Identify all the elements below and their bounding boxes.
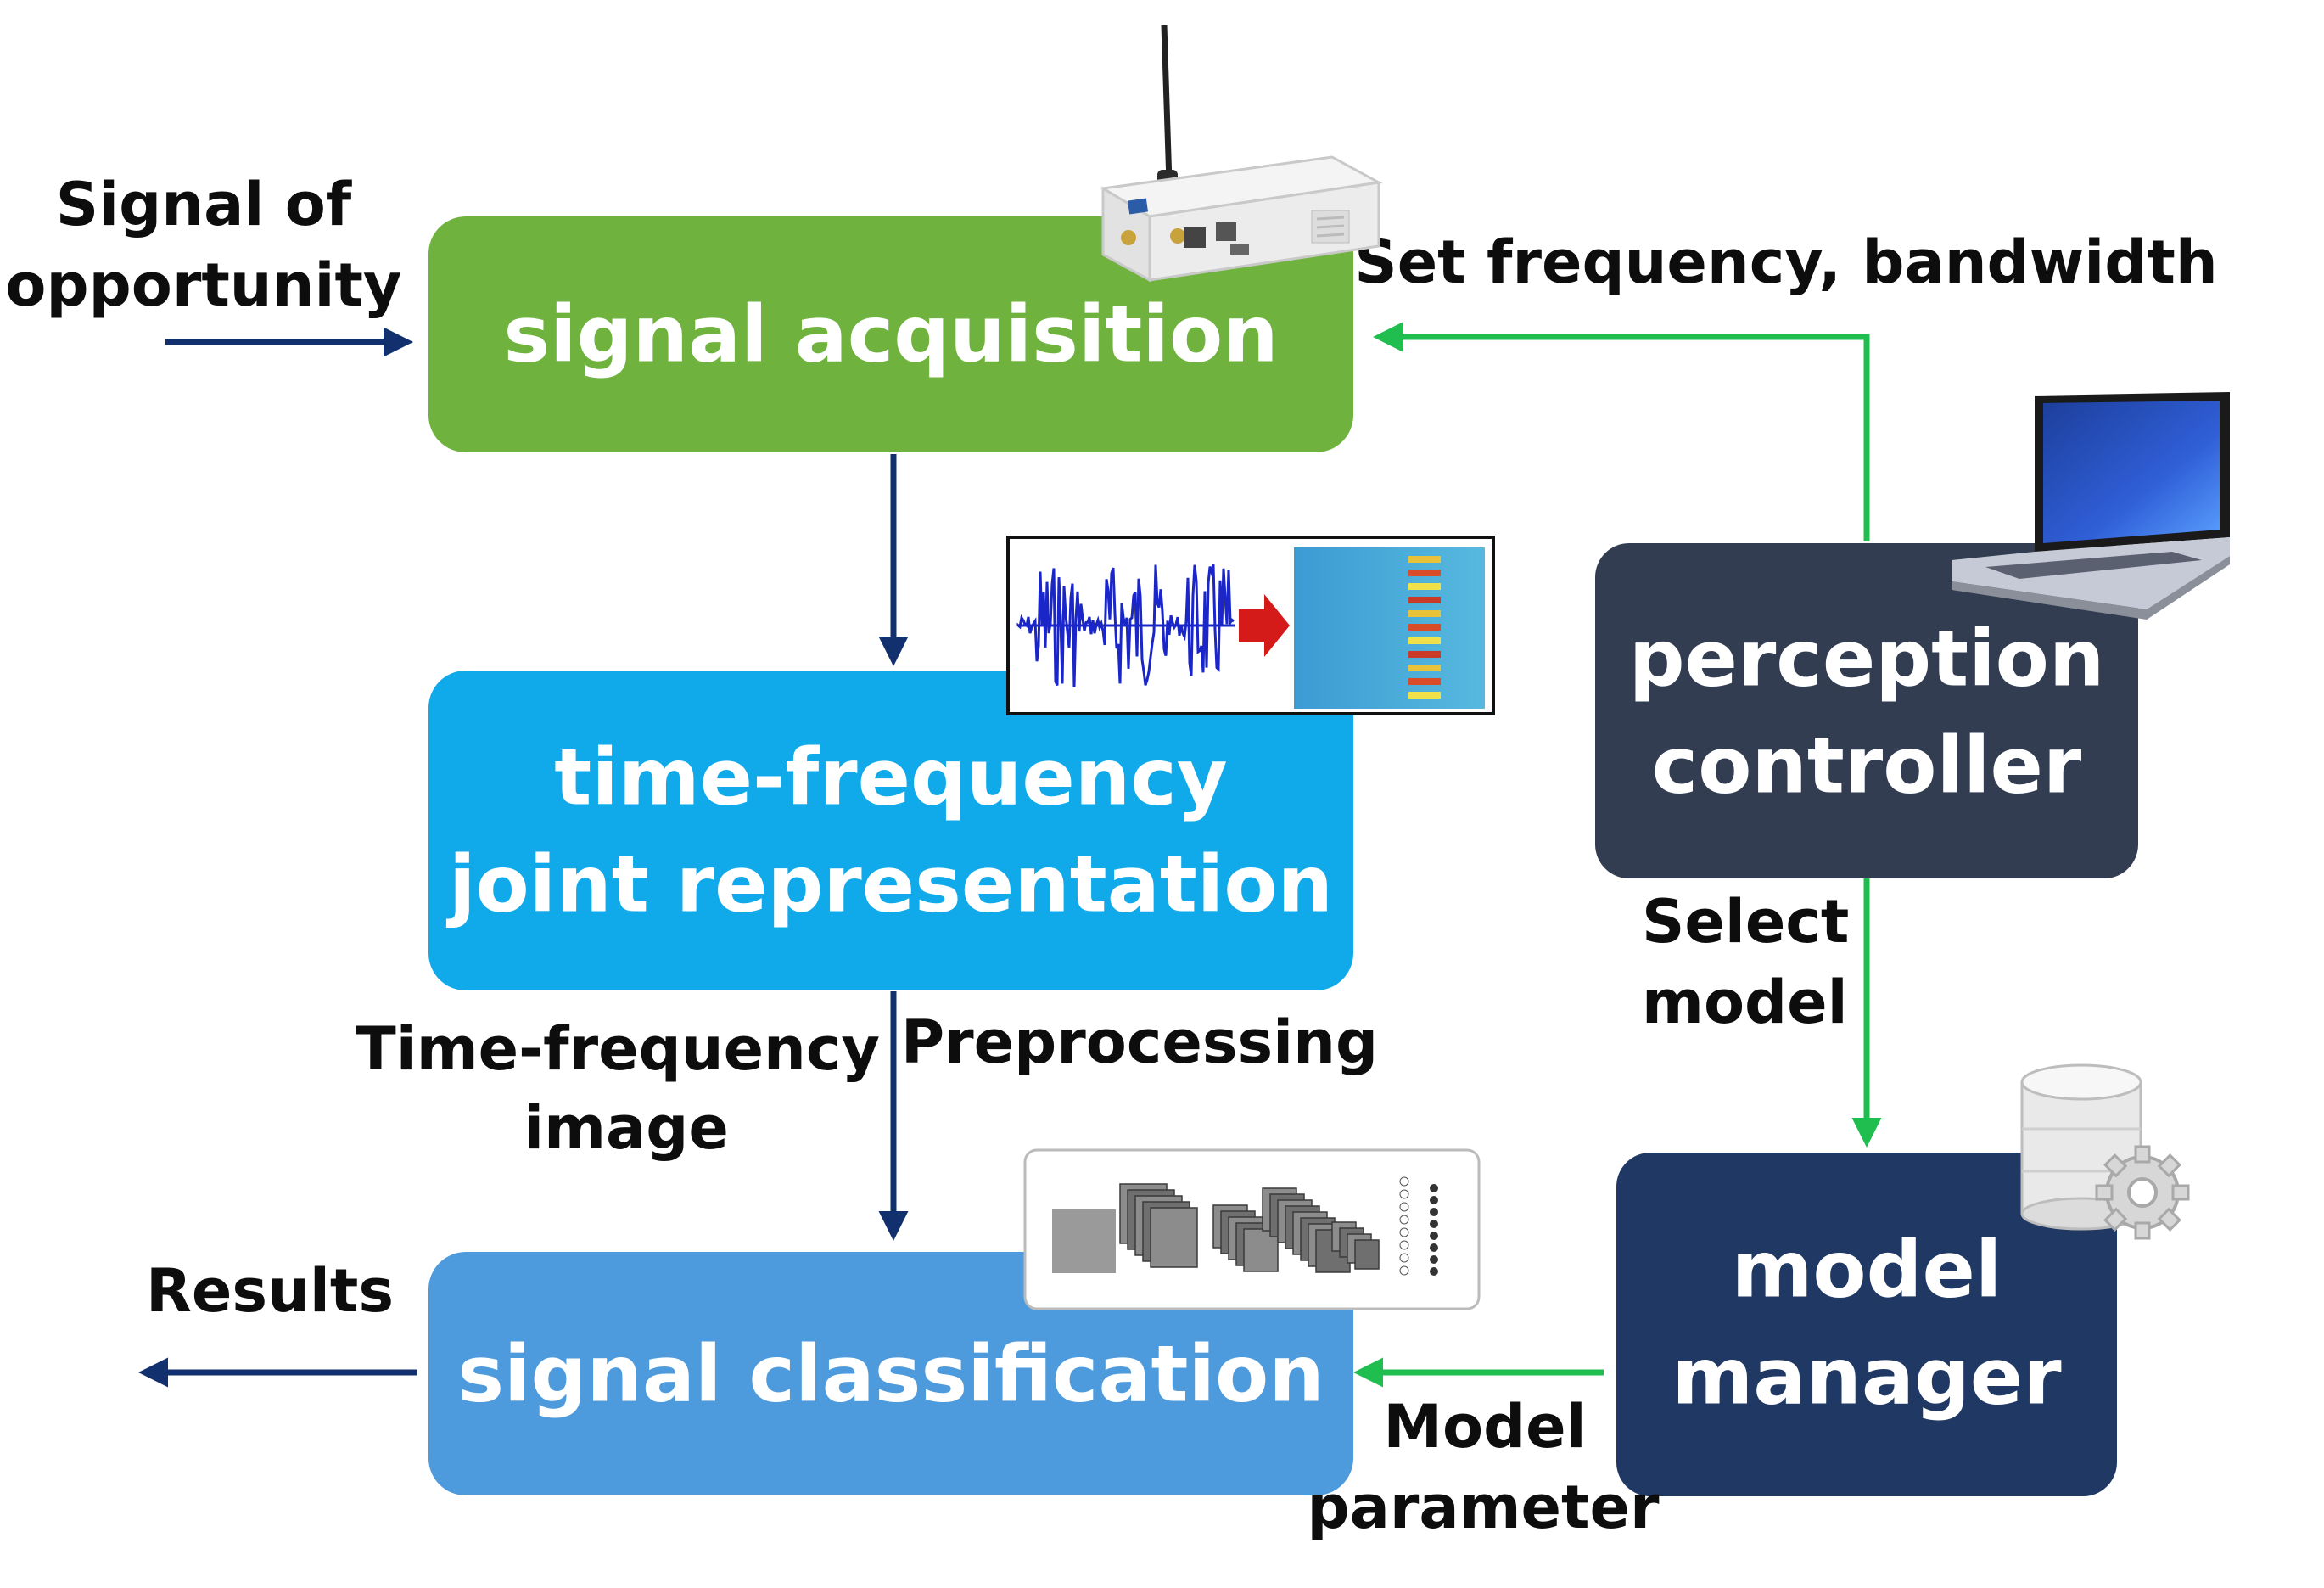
input-label-1: Signal of	[56, 170, 353, 239]
preprocessing-label: Preprocessing	[901, 1007, 1378, 1077]
model-parameter-label-1: Model	[1383, 1392, 1586, 1462]
sdr-device-icon	[1099, 25, 1383, 283]
results-label: Results	[146, 1256, 394, 1326]
tf-representation-label-1: time-frequency	[554, 732, 1228, 822]
waveform-spectrogram-image	[1006, 536, 1495, 715]
laptop-icon	[1952, 392, 2230, 620]
signal-classification-label: signal classification	[457, 1328, 1324, 1419]
tf-representation-block: time-frequency joint representation	[428, 671, 1353, 990]
control-to-acq-arrow	[1373, 322, 1870, 541]
signal-acquisition-block: signal acquisition	[428, 216, 1353, 452]
tf-image-label-2: image	[524, 1093, 729, 1163]
signal-acquisition-label: signal acquisition	[503, 289, 1278, 379]
cnn-architecture-image	[1023, 1148, 1481, 1310]
select-model-label-1: Select	[1642, 887, 1849, 957]
perception-controller-block: perception controller	[1595, 543, 2138, 878]
database-gear-icon	[2020, 1063, 2190, 1240]
set-frequency-label: Set frequency, bandwidth	[1354, 227, 2217, 297]
signal-classification-block: signal classification	[428, 1252, 1353, 1495]
model-manager-block: model manager	[1616, 1153, 2117, 1496]
select-model-label-2: model	[1642, 968, 1848, 1037]
model-manager-label-1: model	[1732, 1224, 2002, 1315]
tf-image-label-1: Time-frequency	[356, 1014, 880, 1084]
perception-controller-label-1: perception	[1629, 613, 2105, 704]
model-manager-label-2: manager	[1672, 1331, 2062, 1422]
model-parameter-label-2: parameter	[1308, 1473, 1660, 1542]
input-label-2: opportunity	[5, 250, 401, 320]
tf-representation-label-2: joint representation	[445, 839, 1333, 929]
perception-controller-label-2: controller	[1652, 720, 2082, 811]
